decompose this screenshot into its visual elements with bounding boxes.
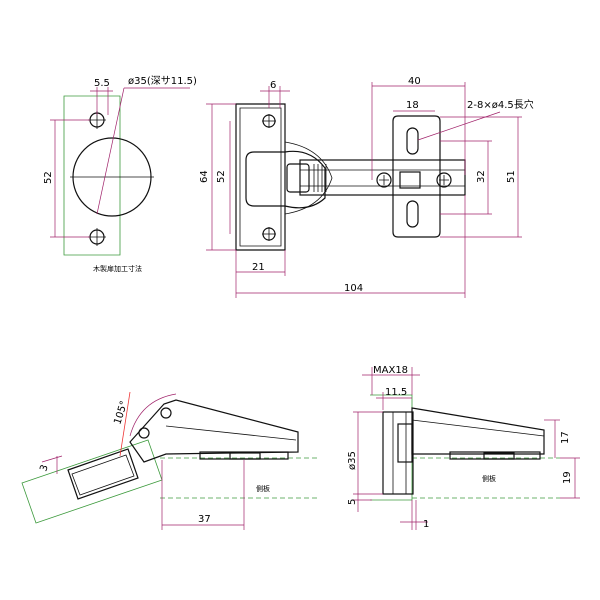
side-panel-label-open: 側板 [256, 484, 270, 493]
hinge-open-side-view: 105° 3 側板 37 [21, 391, 320, 530]
dim-19-label: 19 [562, 471, 573, 484]
angle-red-line [119, 391, 131, 457]
open-mounting-foot [229, 452, 261, 460]
cup-hinge-box [397, 423, 413, 463]
spring-coil [313, 164, 327, 192]
dim-hole-label: ø35(深サ11.5) [128, 75, 197, 87]
hole-leader [96, 87, 125, 215]
cup-plate-inner [239, 107, 282, 247]
dim-5-label: 5 [347, 499, 358, 505]
open-arm [129, 399, 299, 463]
dim-3-label: 3 [38, 463, 50, 472]
drill-pattern-view: 5.5 ø35(深サ11.5) 52 木製扉加工寸法 [43, 75, 197, 273]
dim-11-5-label: 11.5 [385, 387, 407, 398]
dim-18-label: 18 [406, 100, 419, 111]
dim-104-label: 104 [344, 283, 363, 294]
dim-height-label: 52 [43, 171, 54, 184]
closed-arm [411, 407, 545, 455]
dim-64-label: 64 [199, 170, 210, 183]
dim-3-line [41, 455, 63, 463]
adjust-screw-right [436, 172, 452, 188]
open-cup-inner [71, 454, 135, 496]
dim-51-label: 51 [506, 170, 517, 183]
slot-note-label: 2-8×ø4.5長穴 [467, 98, 534, 111]
arm-edge [165, 425, 297, 441]
cup-body [245, 150, 326, 209]
dim-17-label: 17 [560, 431, 571, 444]
hinge-top-view: 6 40 18 2-8×ø4.5長穴 64 52 32 51 21 104 [199, 76, 534, 298]
dim-offset-label: 5.5 [94, 78, 110, 89]
drill-caption: 木製扉加工寸法 [93, 264, 142, 273]
angle-arc [129, 393, 177, 437]
dim-37-label: 37 [198, 514, 211, 525]
screw-cross [379, 175, 389, 185]
cup-arc [284, 141, 333, 215]
cup-plate [235, 103, 286, 251]
dim-40-label: 40 [408, 76, 421, 87]
door-edge-outline [63, 95, 121, 256]
dim-6-label: 6 [270, 80, 276, 91]
closed-cup [382, 411, 414, 495]
adjust-screw-left [376, 172, 392, 188]
open-cup [67, 448, 139, 500]
dim-1-label: 1 [423, 519, 429, 530]
closed-mounting-foot [483, 452, 515, 460]
hinge-closed-side-view: MAX18 11.5 ø35 5 側板 17 19 1 [347, 365, 580, 530]
angle-label: 105° [112, 400, 130, 426]
hinge-arm [299, 159, 466, 196]
dim-52-label: 52 [216, 170, 227, 183]
dim-35-label: ø35 [347, 451, 358, 470]
arm-edge [411, 419, 545, 437]
dim-21-label: 21 [252, 262, 265, 273]
slot-top [406, 127, 419, 155]
cam-slot [399, 171, 421, 189]
open-door [21, 439, 163, 524]
mounting-plate [392, 115, 441, 238]
hinge-link [286, 163, 310, 193]
dim-max18-label: MAX18 [373, 365, 408, 376]
pivot-1 [138, 427, 150, 439]
slot-bottom [406, 200, 419, 228]
side-panel-label-closed: 側板 [482, 474, 496, 483]
pivot-2 [160, 407, 172, 419]
dim-32-label: 32 [476, 170, 487, 183]
screw-cross [439, 175, 449, 185]
